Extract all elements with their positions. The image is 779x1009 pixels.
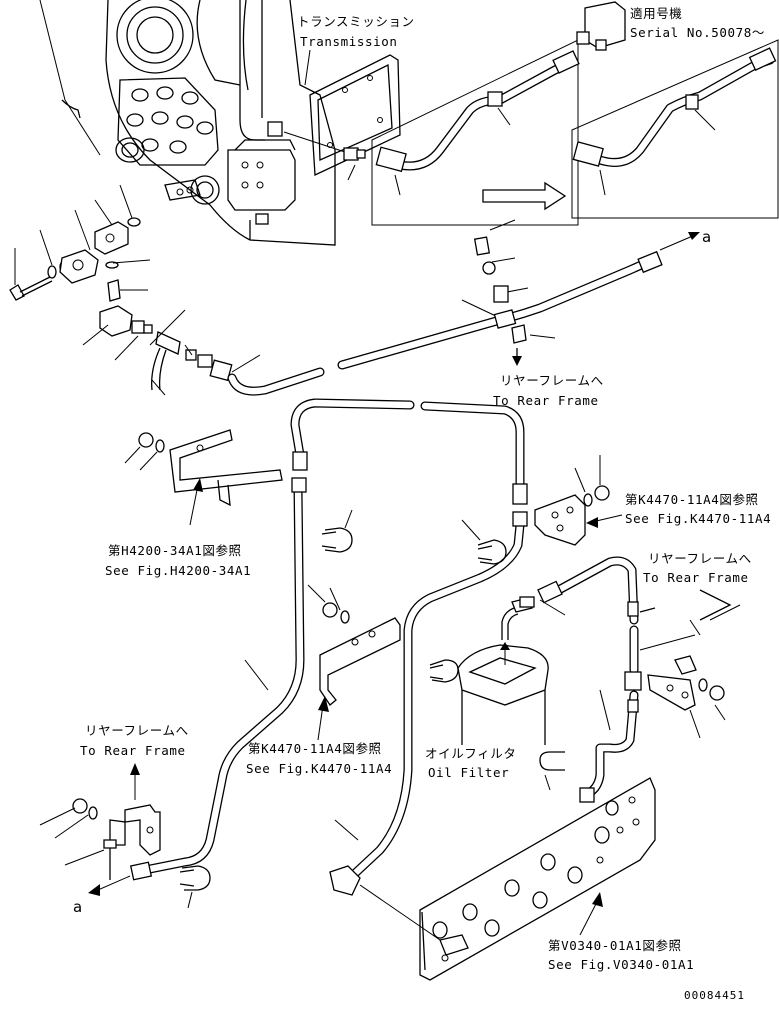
callout-a-bottom: a [73,898,82,916]
u-bolt-bottom [179,865,211,909]
to-rear-frame-label-jp-1: リヤーフレームへ [500,373,604,388]
serial-inset-old [371,1,626,226]
bracket-k4470-right [534,455,610,546]
callout-a-top: a [702,228,711,246]
transmission-housing [105,0,401,246]
h4200-leader [189,484,199,526]
ref-k4470-label-en-2: See Fig.K4470-11A4 [246,761,392,776]
u-bolt-left [321,509,353,553]
pump-connector [283,131,366,181]
ref-h4200-label-jp: 第H4200-34A1図参照 [108,543,242,558]
transmission-leader-line [304,49,311,86]
to-rear-frame-label-en-1: To Rear Frame [493,393,599,408]
right-pipe-assembly [537,556,656,803]
to-rear-frame-label-jp-3: リヤーフレームへ [648,551,752,566]
change-arrow [482,181,567,211]
a-leader-top [659,234,696,251]
u-bolt-right [539,751,565,791]
ref-k4470-label-jp-2: 第K4470-11A4図参照 [248,741,382,756]
k4470-mid-leader [317,704,324,741]
bracket-h4200 [124,429,283,507]
k4470-mid-arrow [318,696,329,712]
oil-filter-label-en: Oil Filter [428,765,509,780]
v0340-arrow [592,892,603,907]
a-leader-bottom [97,875,131,891]
transmission-label-en: Transmission [300,34,398,49]
oil-filter [457,596,566,745]
k4470-right-arrow [586,517,598,528]
valve-panel [419,777,656,981]
u-bolt-center-top [461,519,507,565]
center-long-pipe [329,511,528,896]
to-rear-frame-label-jp-2: リヤーフレームへ [85,723,189,738]
to-rear-frame-label-en-2: To Rear Frame [80,743,186,758]
serial-inset-new [571,39,779,219]
panel-connect-line [359,884,441,941]
left-fittings-cluster [9,217,233,391]
rear-frame-arrow-left [130,763,140,775]
ref-h4200-label-en: See Fig.H4200-34A1 [105,563,251,578]
leader-lines [14,0,556,396]
left-long-pipe [129,477,307,881]
to-rear-frame-label-en-3: To Rear Frame [643,570,749,585]
u-bolt-middle [429,659,459,683]
drawing-number: 00084451 [684,989,745,1002]
h4200-arrow [193,478,203,492]
a-arrow-top [688,232,700,240]
bracket-right [639,589,741,739]
ref-v0340-label-en: See Fig.V0340-01A1 [548,957,694,972]
oil-filter-label-jp: オイルフィルタ [425,746,516,761]
bracket-bottom-left [39,798,161,880]
bracket-k4470-middle [307,584,401,706]
serial-label-jp: 適用号機 [630,6,682,21]
ref-k4470-label-en-1: See Fig.K4470-11A4 [625,511,771,526]
v0340-leader [579,899,599,936]
serial-label-en: Serial No.50078～ [630,25,765,40]
upper-loop-pipe [290,398,528,505]
a-arrow-bottom [88,884,100,896]
ref-v0340-label-jp: 第V0340-01A1図参照 [548,938,682,953]
main-pipe-to-a [227,236,663,396]
ref-k4470-label-jp-1: 第K4470-11A4図参照 [625,492,759,507]
transmission-label-jp: トランスミッション [297,14,415,29]
